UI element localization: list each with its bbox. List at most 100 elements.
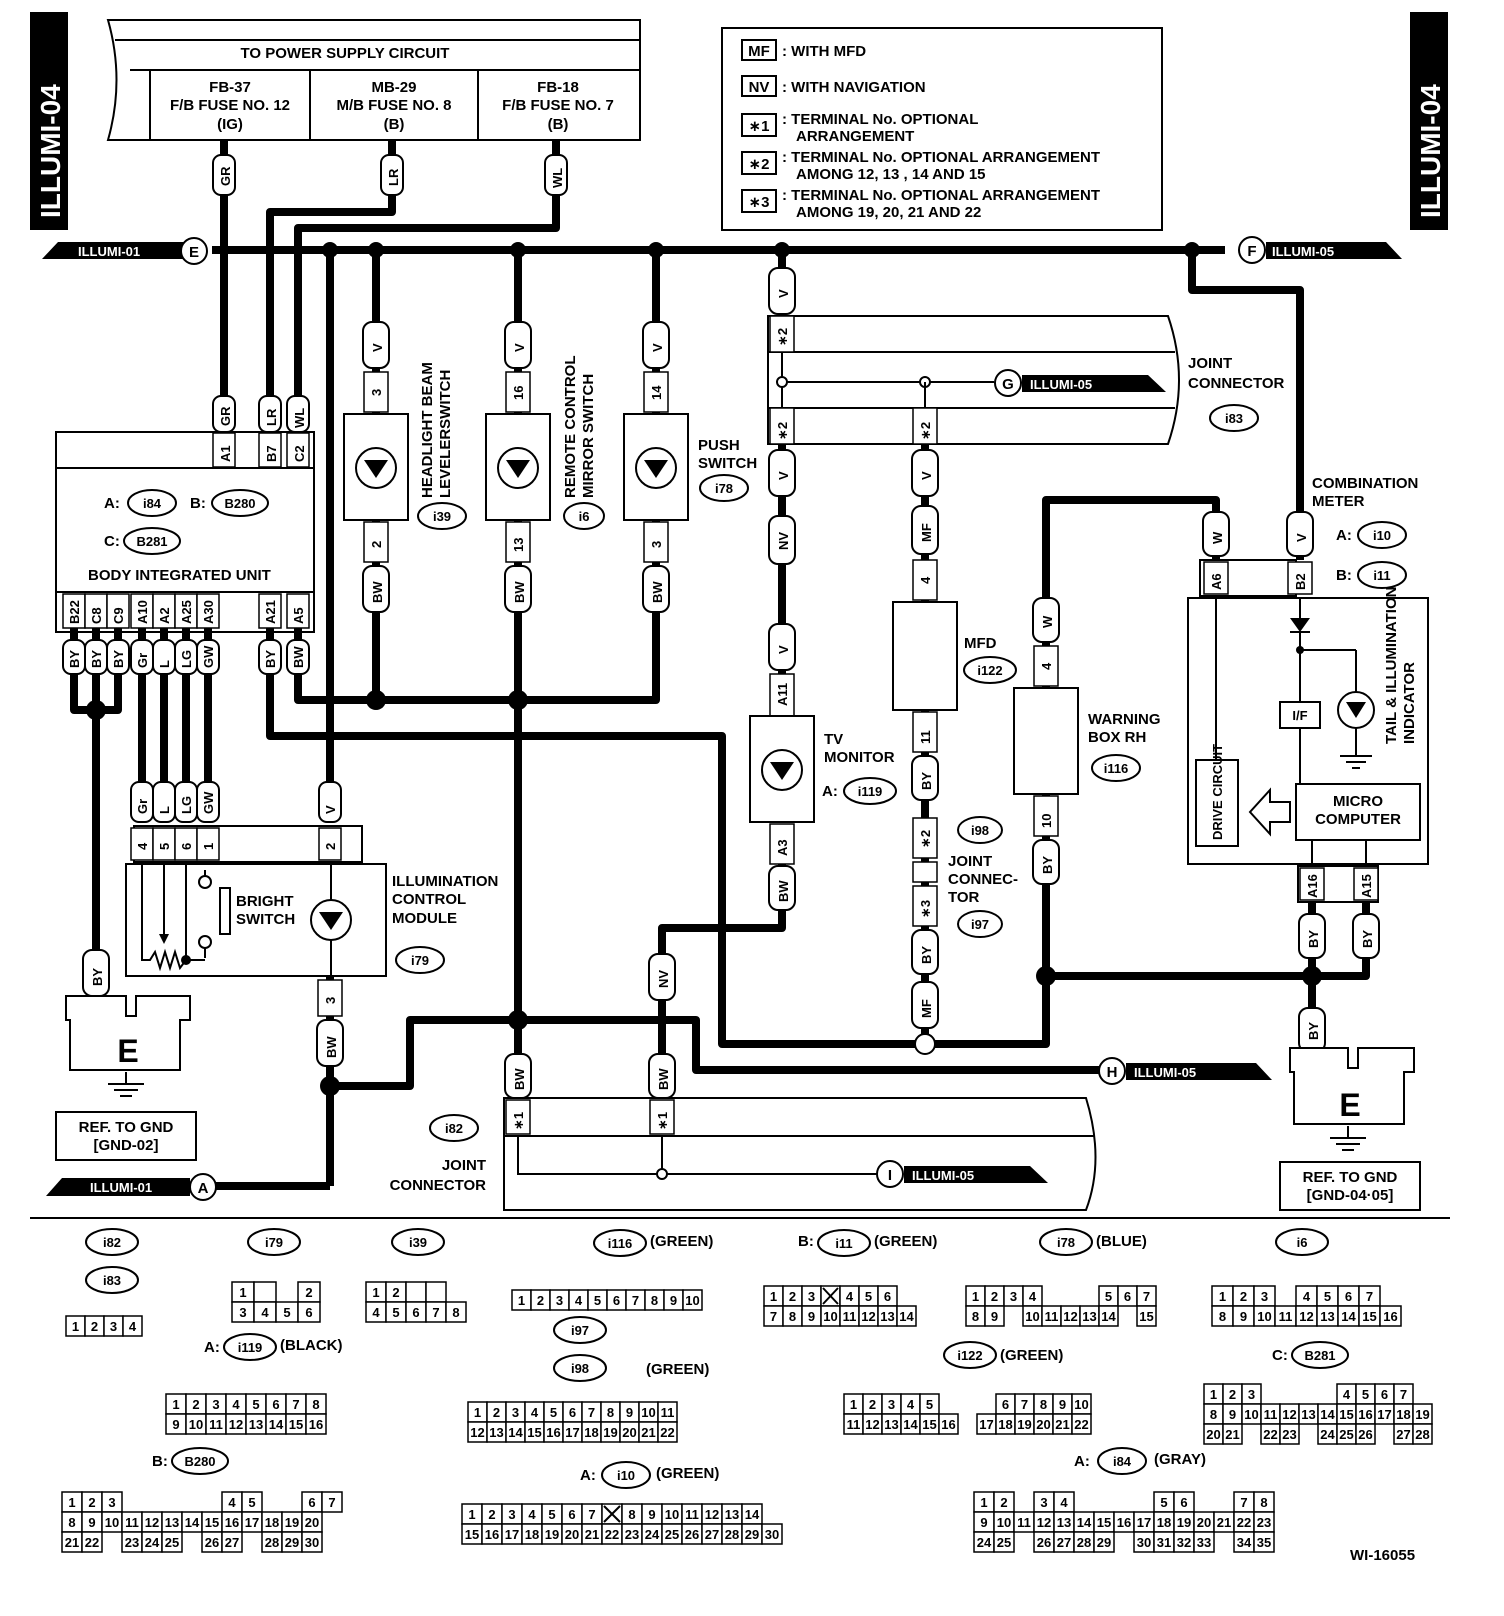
svg-text:5: 5 — [1362, 1387, 1369, 1402]
svg-text:21: 21 — [585, 1527, 599, 1542]
svg-text:1: 1 — [770, 1289, 777, 1304]
svg-text:11: 11 — [125, 1515, 139, 1530]
svg-text:4: 4 — [261, 1305, 269, 1320]
cf-b281: B281 — [1304, 1348, 1335, 1363]
cf-i119-color: (BLACK) — [280, 1337, 342, 1354]
svg-text:1: 1 — [372, 1285, 379, 1300]
ref-a-label: ILLUMI-01 — [90, 1180, 152, 1195]
svg-text:13: 13 — [1320, 1309, 1334, 1324]
svg-text:25: 25 — [1339, 1427, 1353, 1442]
svg-text:3: 3 — [212, 1397, 219, 1412]
tv-bw: BW — [776, 880, 791, 902]
svg-text:22: 22 — [660, 1425, 674, 1440]
svg-text:7: 7 — [1400, 1387, 1407, 1402]
fuse3-l2: F/B FUSE NO. 7 — [502, 97, 614, 114]
svg-text:12: 12 — [1299, 1309, 1313, 1324]
ref-i-letter: I — [888, 1167, 892, 1184]
cm-v: V — [1294, 533, 1309, 542]
bu-bottom-pin-2: C9 — [111, 607, 126, 624]
svg-text:16: 16 — [225, 1515, 239, 1530]
wire-lr-1: LR — [386, 168, 401, 186]
svg-text:18: 18 — [1396, 1407, 1410, 1422]
svg-text:2: 2 — [91, 1319, 98, 1334]
svg-text:17: 17 — [1137, 1515, 1151, 1530]
ref-a: ILLUMI-01 A — [46, 1173, 330, 1201]
legend-text-1: : WITH NAVIGATION — [782, 79, 926, 96]
ps-pin-top: 14 — [649, 385, 664, 400]
svg-text:28: 28 — [1077, 1535, 1091, 1550]
svg-text:3: 3 — [556, 1293, 563, 1308]
svg-text:6: 6 — [569, 1405, 576, 1420]
svg-text:2: 2 — [869, 1397, 876, 1412]
cm-if: I/F — [1292, 708, 1307, 723]
ref-g-letter: G — [1002, 376, 1014, 393]
svg-text:6: 6 — [308, 1495, 315, 1510]
svg-text:5: 5 — [248, 1495, 255, 1510]
mfd-code: i122 — [977, 663, 1002, 678]
svg-text:9: 9 — [808, 1309, 815, 1324]
legend-key-1: NV — [749, 79, 770, 96]
fuse3-l1: FB-18 — [537, 79, 579, 96]
bu-bottom-color-1: BY — [89, 650, 104, 668]
svg-text:7: 7 — [328, 1495, 335, 1510]
svg-text:11: 11 — [685, 1507, 699, 1522]
ground-right: E REF. TO GND [GND-04·05] — [1279, 1047, 1421, 1211]
ps-bw: BW — [650, 581, 665, 603]
ground-left: BY E REF. TO GND [GND-02] — [55, 949, 197, 1161]
ps-name1: PUSH — [698, 437, 740, 454]
svg-text:15: 15 — [1339, 1407, 1353, 1422]
svg-text:8: 8 — [68, 1515, 75, 1530]
jc-star3: ∗3 — [918, 900, 933, 918]
svg-text:6: 6 — [305, 1305, 312, 1320]
cm-micro1: MICRO — [1333, 793, 1383, 810]
svg-text:13: 13 — [1301, 1407, 1315, 1422]
svg-text:24: 24 — [145, 1535, 160, 1550]
svg-text:8: 8 — [651, 1293, 658, 1308]
bu-a-label: A: — [104, 495, 120, 512]
svg-text:2: 2 — [537, 1293, 544, 1308]
svg-text:23: 23 — [125, 1535, 139, 1550]
svg-text:22: 22 — [1074, 1417, 1088, 1432]
legend-text-2: : TERMINAL No. OPTIONAL — [782, 111, 978, 128]
cf-i82: i82 — [103, 1235, 121, 1250]
j83-v-top: V — [776, 289, 791, 298]
cf-i79: i79 — [265, 1235, 283, 1250]
cm-by1: BY — [1306, 930, 1321, 948]
svg-text:1: 1 — [239, 1285, 246, 1300]
svg-text:29: 29 — [285, 1535, 299, 1550]
svg-text:18: 18 — [584, 1425, 598, 1440]
svg-text:24: 24 — [645, 1527, 660, 1542]
bu-bottom-pin-8: A5 — [291, 607, 306, 624]
tv-name2: MONITOR — [824, 749, 895, 766]
cf-b280-b: B: — [152, 1453, 168, 1470]
svg-text:1: 1 — [72, 1319, 79, 1334]
svg-text:21: 21 — [1217, 1515, 1231, 1530]
svg-text:2: 2 — [991, 1289, 998, 1304]
svg-text:8: 8 — [628, 1507, 635, 1522]
svg-text:13: 13 — [249, 1417, 263, 1432]
mr-code: i6 — [579, 509, 590, 524]
cm-by3: BY — [1306, 1022, 1321, 1040]
warning-box: W 4 10 BY WARNING BOX RH i116 — [1013, 496, 1312, 986]
svg-text:1: 1 — [980, 1495, 987, 1510]
svg-text:22: 22 — [1237, 1515, 1251, 1530]
svg-text:16: 16 — [1117, 1515, 1131, 1530]
cf-i39: i39 — [409, 1235, 427, 1250]
cm-name2: METER — [1312, 493, 1365, 510]
svg-text:18: 18 — [998, 1417, 1012, 1432]
svg-text:19: 19 — [1415, 1407, 1429, 1422]
im-color-0: Gr — [135, 799, 150, 814]
svg-text:19: 19 — [1017, 1417, 1031, 1432]
bu-bottom-pin-7: A21 — [263, 600, 278, 624]
svg-text:21: 21 — [1225, 1427, 1239, 1442]
svg-text:24: 24 — [977, 1535, 992, 1550]
svg-text:14: 14 — [269, 1417, 284, 1432]
svg-text:4: 4 — [228, 1495, 236, 1510]
im-pin-1: 5 — [157, 843, 172, 850]
svg-text:17: 17 — [565, 1425, 579, 1440]
svg-text:11: 11 — [847, 1417, 861, 1432]
svg-text:10: 10 — [1244, 1407, 1258, 1422]
